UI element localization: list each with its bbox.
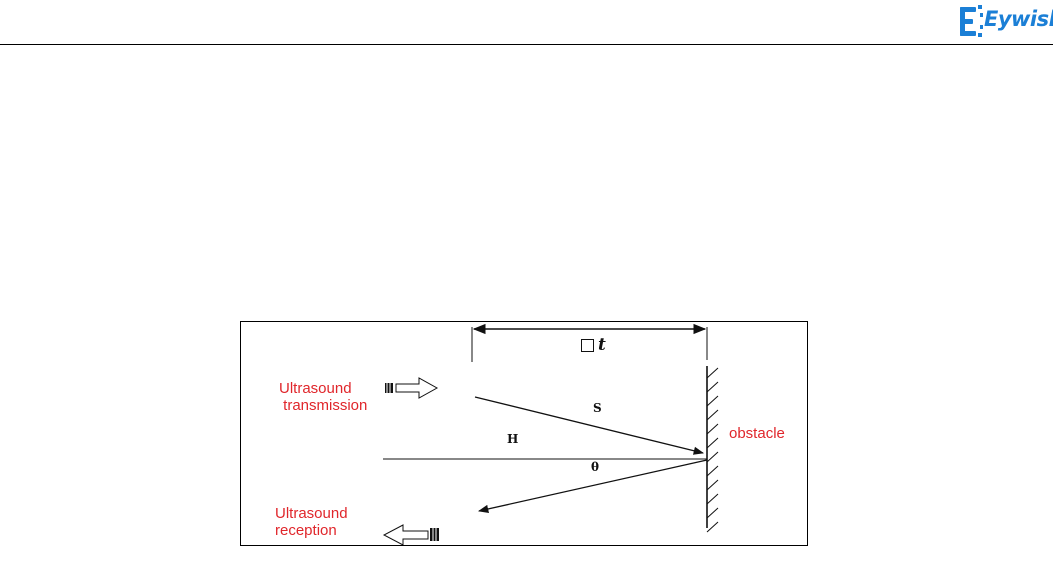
reflected-path [477, 459, 708, 514]
header-divider [0, 44, 1053, 45]
logo-text: Eywish [984, 7, 1053, 31]
delta-t-variable: t [598, 335, 606, 355]
logo: Eywish [958, 2, 1053, 42]
obstacle-hatching [706, 367, 719, 533]
diagram-drawing [382, 323, 719, 545]
ultrasound-ranging-diagram: t Ultrasound transmission Ultrasound rec… [240, 321, 808, 546]
gear-icon [960, 5, 983, 37]
h-label: H [507, 432, 519, 446]
delta-t-label: t [581, 335, 606, 355]
ultrasound-transmission-label: Ultrasound transmission [279, 380, 368, 414]
delta-symbol-box [581, 338, 594, 352]
receiver-icon [382, 524, 439, 545]
incident-path [474, 396, 705, 455]
ultrasound-reception-label: Ultrasound reception [275, 505, 348, 539]
theta-label: θ [591, 460, 600, 474]
transmitter-icon [385, 377, 439, 399]
s-label: S [593, 401, 602, 415]
obstacle-label: obstacle [729, 425, 785, 442]
